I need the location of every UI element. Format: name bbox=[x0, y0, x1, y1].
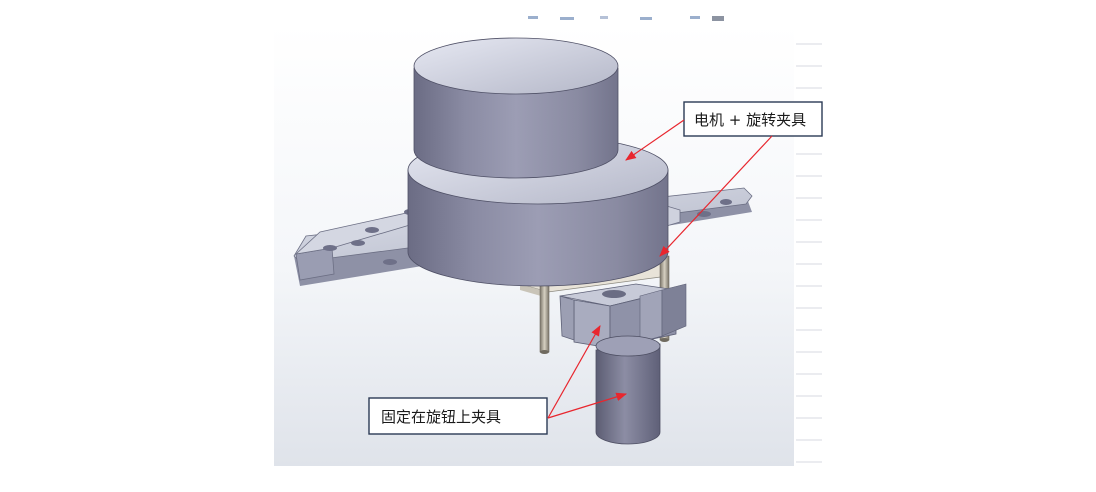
plate-hole bbox=[720, 199, 732, 205]
plate-hole bbox=[365, 227, 379, 233]
callout-motor-fixture-label: 电机 + 旋转夹具 bbox=[694, 111, 806, 129]
motor-upper-cylinder bbox=[413, 37, 619, 179]
arrow bbox=[547, 392, 628, 419]
arrow bbox=[659, 135, 773, 257]
plate-hole bbox=[383, 259, 397, 265]
callout-box bbox=[368, 397, 548, 435]
knob-shaft bbox=[595, 335, 661, 445]
callout-knob-fixture-label: 固定在旋钮上夹具 bbox=[381, 408, 501, 426]
callout-knob-fixture: 固定在旋钮上夹具 bbox=[368, 325, 628, 435]
side-rules bbox=[796, 43, 822, 463]
callout-motor-fixture: 电机 + 旋转夹具 bbox=[625, 101, 823, 257]
plate-hole bbox=[351, 240, 365, 246]
arrow bbox=[625, 119, 685, 161]
arrow bbox=[547, 325, 601, 419]
toolbar-remnant bbox=[528, 16, 724, 21]
knob-clamp bbox=[559, 283, 687, 349]
plate-hole bbox=[323, 245, 337, 251]
callout-box bbox=[683, 101, 823, 137]
